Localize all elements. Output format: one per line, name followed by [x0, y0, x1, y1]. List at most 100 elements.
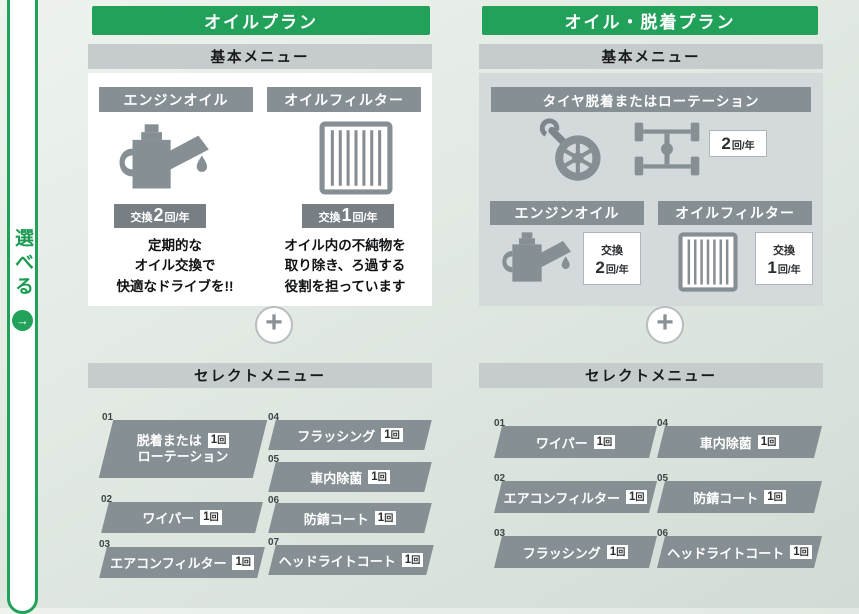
select-item-label: 車内除菌: [699, 435, 752, 451]
select-item-label: フラッシング: [297, 428, 376, 444]
engine-oil-frequency-badge: 交換 2 回/年: [114, 204, 206, 228]
badge-unit: 回/年: [777, 264, 801, 276]
select-item-label2: ローテーション: [137, 449, 229, 465]
select-item-number: 03: [99, 539, 111, 550]
oil-filter-frequency-badge: 交換 1 回/年: [755, 232, 813, 285]
oil-filter-header: オイルフィルター: [267, 87, 421, 112]
plus-icon: +: [646, 306, 684, 344]
plus-glyph: +: [656, 306, 674, 339]
select-item-label: 防錆コート: [693, 490, 759, 506]
plan-right-basic-menu-bar: 基本メニュー: [479, 44, 823, 69]
engine-oil-frequency-badge: 交換 2 回/年: [583, 232, 641, 285]
plan-left-basic-area: エンジンオイル オイルフィルター 交換 2 回/年: [88, 73, 432, 306]
chassis-icon: [633, 117, 701, 181]
select-item-number: 01: [494, 418, 506, 429]
plan-right-title: オイル・脱着プラン: [482, 6, 818, 35]
tire-service-header: タイヤ脱着またはローテーション: [491, 87, 811, 112]
select-item-label: ワイパー: [142, 511, 195, 526]
badge-count: 2: [153, 205, 164, 225]
tire-frequency-badge: 2 回/年: [709, 130, 767, 157]
arrow-right-icon: →: [16, 312, 29, 328]
oil-can-icon: [110, 123, 214, 195]
choose-label: 選べる: [12, 227, 33, 300]
select-item-label: ワイパー: [535, 435, 588, 451]
engine-oil-description: 定期的な オイル交換で 快適なドライブを!!: [116, 238, 234, 294]
badge-count: 1: [341, 205, 352, 225]
plus-icon: +: [255, 306, 293, 344]
select-item-number: 01: [102, 412, 114, 423]
badge-unit: 回/年: [164, 212, 190, 224]
badge-count: 1: [767, 257, 777, 277]
oil-filter-header: オイルフィルター: [658, 201, 812, 225]
oil-filter-icon: [319, 121, 393, 195]
plan-left-basic-menu-bar: 基本メニュー: [88, 44, 432, 69]
select-item-number: 02: [494, 473, 506, 484]
select-item-number: 05: [657, 473, 669, 484]
plan-left-select-menu-bar: セレクトメニュー: [88, 363, 432, 388]
badge-label: 交換: [601, 244, 623, 257]
badge-unit: 回/年: [352, 212, 378, 224]
select-item-label: ヘッドライトコート: [667, 545, 785, 561]
oil-can-icon: [495, 231, 575, 287]
oil-filter-icon: [678, 232, 738, 292]
badge-count: 2: [595, 257, 605, 277]
badge-unit: 回/年: [731, 141, 755, 152]
choose-tab: 選べる →: [7, 0, 38, 614]
tire-wrench-icon: [539, 115, 607, 185]
badge-label: 交換: [773, 244, 795, 257]
oil-filter-description: オイル内の不純物を 取り除き、ろ過する 役割を担っています: [284, 238, 406, 294]
plus-glyph: +: [265, 306, 283, 339]
badge-unit: 回/年: [605, 264, 629, 276]
select-item-label: 車内除菌: [310, 470, 363, 486]
select-item-label: 脱着または: [136, 432, 202, 448]
plan-right-basic-area: タイヤ脱着またはローテーション 2 回/年: [479, 73, 823, 306]
arrow-circle-icon: →: [12, 309, 33, 331]
badge-count: 2: [721, 134, 731, 153]
engine-oil-header: エンジンオイル: [490, 201, 644, 225]
select-item-label: ヘッドライトコート: [278, 553, 396, 569]
badge-label: 交換: [130, 212, 153, 224]
select-item-label: エアコンフィルター: [503, 490, 620, 506]
select-item-number: 04: [268, 412, 280, 423]
select-item-number: 02: [101, 494, 113, 505]
plan-right-select-menu-bar: セレクトメニュー: [479, 363, 823, 388]
select-item-label: フラッシング: [522, 545, 601, 561]
select-item-number: 04: [657, 418, 669, 429]
plan-left-title: オイルプラン: [92, 6, 430, 35]
select-item-label: 防錆コート: [303, 511, 369, 527]
select-item-number: 03: [494, 528, 506, 539]
oil-filter-frequency-badge: 交換 1 回/年: [302, 204, 394, 228]
select-item-number: 06: [268, 495, 280, 506]
select-item-number: 06: [657, 528, 669, 539]
engine-oil-header: エンジンオイル: [99, 87, 253, 112]
select-item-number: 07: [268, 537, 280, 548]
select-item-label: エアコンフィルター: [110, 556, 227, 571]
select-item-number: 05: [268, 454, 280, 465]
